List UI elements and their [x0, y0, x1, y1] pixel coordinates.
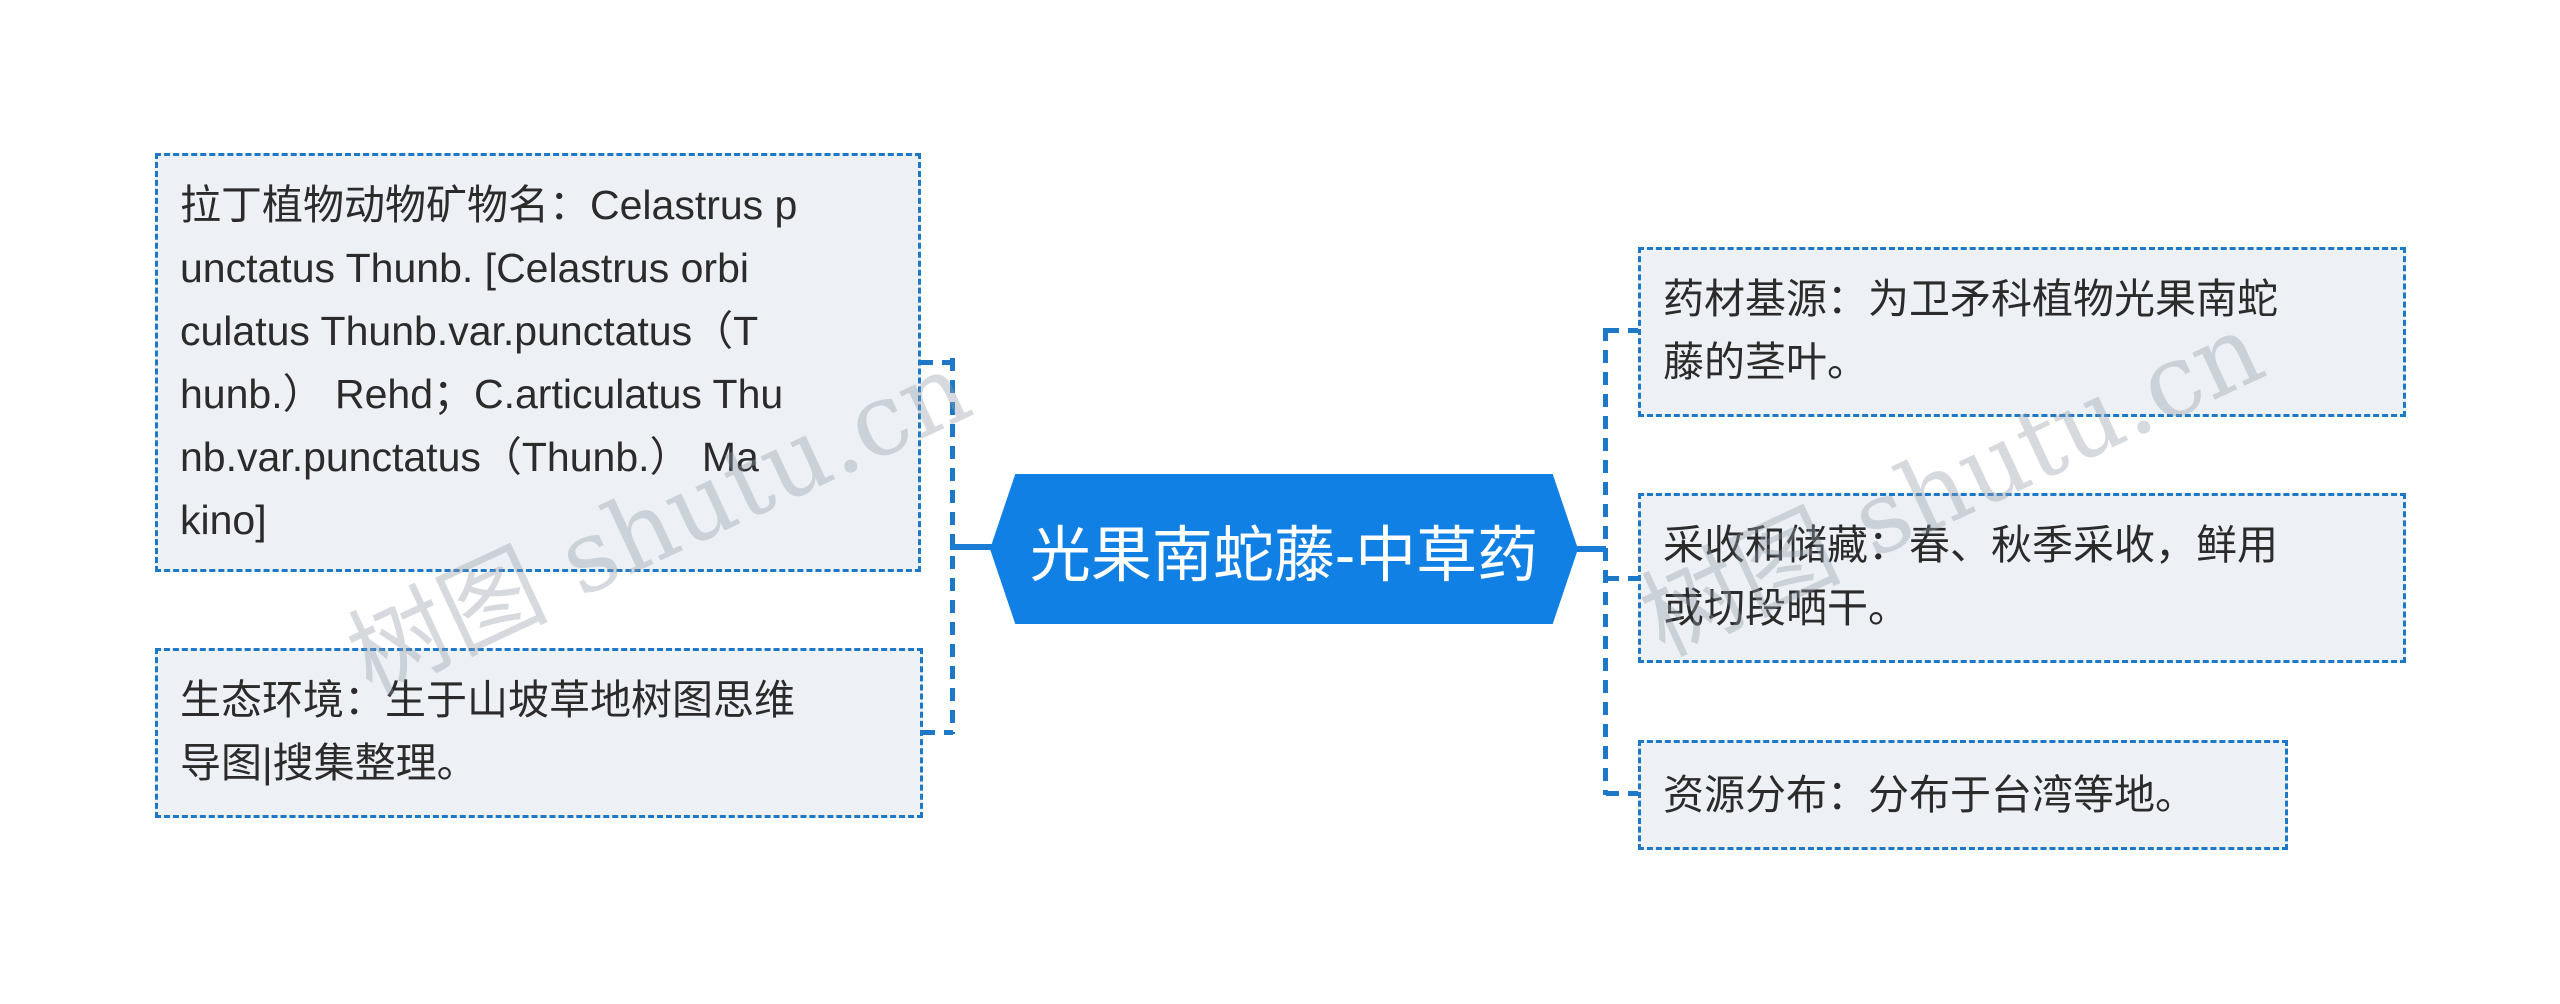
node-material-source[interactable]: 药材基源：为卫矛科植物光果南蛇 藤的茎叶。: [1638, 247, 2406, 417]
right-branch-tick-harvest: [1606, 576, 1640, 581]
node-ecology[interactable]: 生态环境：生于山坡草地树图思维 导图|搜集整理。: [155, 648, 923, 818]
right-branch-line: [1603, 328, 1608, 795]
node-resource-distribution[interactable]: 资源分布：分布于台湾等地。: [1638, 740, 2288, 850]
node-latin-name[interactable]: 拉丁植物动物矿物名：Celastrus p unctatus Thunb. [C…: [155, 153, 921, 572]
central-root-node[interactable]: 光果南蛇藤-中草药: [990, 474, 1578, 624]
right-root-connector: [1572, 546, 1606, 552]
central-root-label: 光果南蛇藤-中草药: [1029, 520, 1539, 589]
left-branch-tick-latin: [920, 360, 953, 365]
right-branch-tick-source: [1606, 328, 1640, 333]
right-branch-tick-distribution: [1606, 791, 1640, 796]
node-harvest-storage[interactable]: 采收和储藏：春、秋季采收，鲜用 或切段晒干。: [1638, 493, 2406, 663]
left-branch-tick-ecology: [922, 730, 953, 735]
left-root-connector: [950, 544, 995, 550]
